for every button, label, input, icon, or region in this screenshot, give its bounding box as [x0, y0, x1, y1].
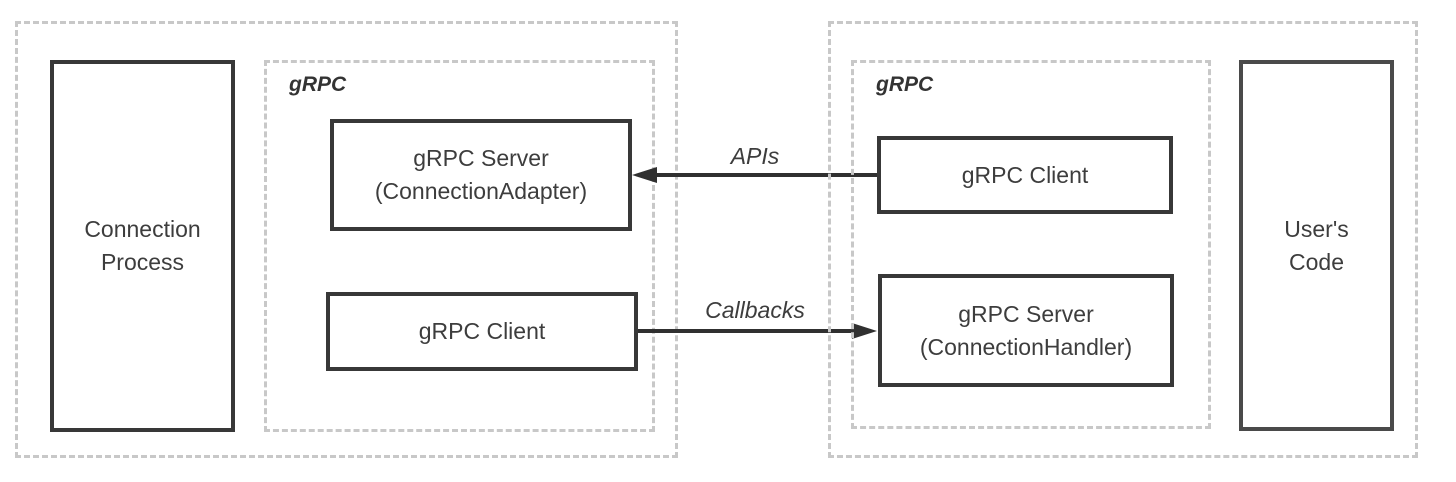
- apis-arrow-label: APIs: [730, 143, 780, 169]
- user-code-group-container: [828, 21, 1418, 458]
- connection-process-group-container: [15, 21, 678, 458]
- callbacks-arrow: [638, 329, 854, 333]
- grpc-server-connection-handler-box: gRPC Server (ConnectionHandler): [878, 274, 1174, 387]
- right-grpc-client-label: gRPC Client: [961, 161, 1089, 188]
- left-grpc-client-box: gRPC Client: [326, 292, 638, 371]
- left-grpc-container-label: gRPC: [289, 73, 347, 96]
- connection-process-label-line2: Process: [100, 249, 185, 275]
- right-grpc-container-label: gRPC: [876, 73, 934, 96]
- arrowhead-right-icon: [852, 323, 877, 339]
- grpc-server-adapter-label-line2: (ConnectionAdapter): [374, 178, 588, 204]
- grpc-server-handler-label-line2: (ConnectionHandler): [919, 333, 1133, 360]
- left-grpc-client-label: gRPC Client: [418, 318, 546, 344]
- grpc-server-adapter-label-line1: gRPC Server: [413, 145, 549, 171]
- apis-arrow: [655, 173, 877, 177]
- users-code-label-line2: Code: [1289, 248, 1344, 275]
- connection-process-box: Connection Process: [50, 60, 235, 432]
- grpc-server-connection-adapter-box: gRPC Server (ConnectionAdapter): [330, 119, 632, 231]
- users-code-label-line1: User's: [1284, 215, 1349, 242]
- right-grpc-client-box: gRPC Client: [877, 136, 1173, 214]
- connection-process-label-line1: Connection: [84, 216, 201, 242]
- users-code-box: User's Code: [1239, 60, 1394, 431]
- left-grpc-container: [264, 60, 655, 432]
- grpc-server-handler-label-line1: gRPC Server: [958, 300, 1094, 327]
- right-grpc-container: [851, 60, 1211, 429]
- callbacks-arrow-label: Callbacks: [705, 297, 805, 323]
- arrowhead-left-icon: [632, 167, 657, 183]
